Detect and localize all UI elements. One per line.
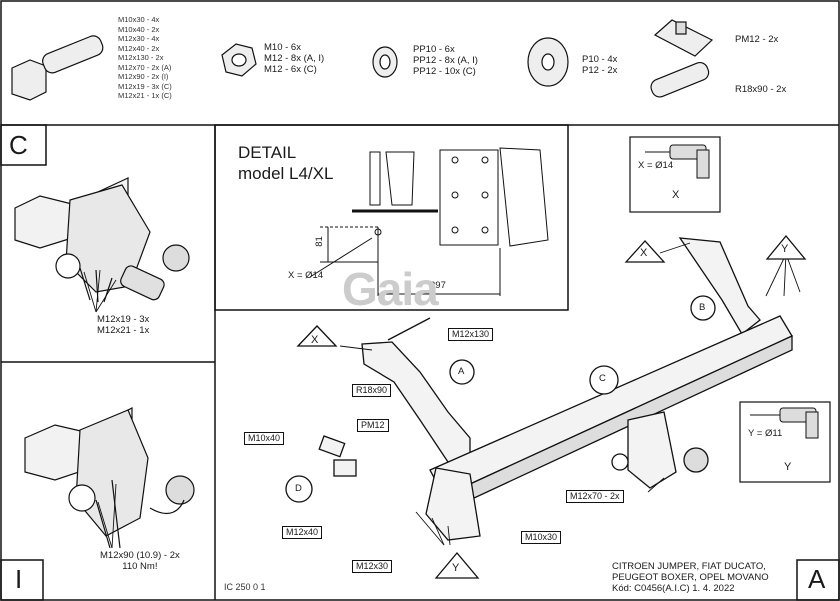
callout-r18x90: R18x90 (352, 384, 392, 397)
spring-washer-list-item: PP10 - 6x (413, 44, 455, 55)
part-b-letter: B (699, 302, 706, 313)
bolt-list-item: M12x130 - 2x (118, 53, 164, 62)
bolt-icon (11, 35, 104, 101)
flat-washer-list-item: P10 - 4x (582, 54, 618, 65)
spring-washer-list-item: PP12 - 8x (A, I) (413, 55, 478, 66)
leader-lines (83, 242, 801, 549)
watermark-logo: Gaia (342, 263, 439, 315)
section-c-tab (0, 124, 47, 166)
callout-m12x40: M12x40 (282, 526, 323, 539)
drill-x-spec: X = Ø14 (638, 160, 674, 171)
drill-y-spec: Y = Ø11 (748, 428, 783, 439)
hitch-assembly (318, 237, 793, 541)
callout-m12x30: M12x30 (352, 560, 393, 573)
spring-washer-icon (372, 46, 398, 78)
product-code: Kód: C0456(A.I.C) 1. 4. 2022 (612, 583, 735, 594)
part-d-letter: D (295, 483, 302, 494)
detail-heading: DETAIL (238, 143, 297, 162)
bracket-right (627, 411, 677, 489)
part-d-circle (285, 475, 313, 503)
callout-m10x40: M10x40 (244, 432, 285, 445)
triangle-y-label: Y (781, 243, 789, 255)
section-i-bolts: M12x90 (10.9) - 2x 110 Nm! (100, 550, 180, 572)
flat-washer-list: P10 - 4x P12 - 2x (582, 54, 617, 76)
triangle-y-marker (434, 551, 480, 579)
flat-washer-icon (527, 37, 569, 87)
section-c-drawing (14, 177, 190, 303)
bolt-list-item: M12x40 - 2x (118, 43, 160, 53)
vehicle-line: PEUGEOT BOXER, OPEL MOVANO (612, 572, 769, 583)
bolt-list-item: M12x19 - 3x (C) (118, 81, 172, 91)
part-a-letter: A (458, 366, 465, 377)
sleeve-label: R18x90 - 2x (735, 84, 787, 95)
nut-list: M10 - 6x M12 - 8x (A, I) M12 - 6x (C) (264, 42, 324, 75)
detail-drawing (309, 147, 549, 296)
detail-title: DETAIL model L4/XL (238, 142, 333, 184)
triangle-x-marker (624, 240, 666, 263)
arm-a (361, 341, 471, 463)
sleeve-icon (650, 61, 710, 98)
arm-b (678, 237, 761, 335)
callout-m10x30: M10x30 (521, 531, 562, 544)
triangle-x-label: X (672, 189, 680, 201)
detail-panel-border (214, 124, 569, 311)
callout-pm12: PM12 (357, 419, 389, 432)
nut-list-item: M12 - 8x (A, I) (264, 53, 325, 64)
section-i-torque: 110 Nm! (122, 561, 158, 572)
bolt-list-item: M12x70 - 2x (A) (118, 62, 172, 72)
part-b-circle (690, 295, 716, 321)
bolt-list-item: M10x40 - 2x (118, 24, 160, 34)
nut-list-item: M10 - 6x (264, 42, 301, 53)
callout-m12x70: M12x70 - 2x (566, 490, 624, 503)
triangle-x-label: X (640, 247, 648, 259)
vehicle-info: CITROEN JUMPER, FIAT DUCATO, PEUGEOT BOX… (612, 561, 769, 594)
nut-list-item: M12 - 6x (C) (264, 64, 317, 75)
detail-hole-size: X = Ø14 (288, 270, 324, 281)
crossbar-c (429, 315, 793, 497)
part-c-circle (589, 365, 619, 395)
flat-washer-list-item: P12 - 2x (582, 65, 618, 76)
drawing-code: IC 250 0 1 (224, 582, 266, 592)
triangle-y-label: Y (452, 562, 460, 574)
section-c-bolts: M12x19 - 3x M12x21 - 1x (97, 314, 149, 336)
bolt-list-item: M12x90 - 2x (I) (118, 72, 169, 81)
plate-icon (653, 19, 714, 57)
bolt-list: M10x30 - 4x M10x40 - 2x M12x30 - 4x M12x… (118, 15, 172, 101)
callout-m12x130: M12x130 (448, 328, 494, 341)
triangle-x-marker (296, 325, 338, 347)
drill-icon (750, 407, 819, 439)
spring-washer-list-item: PP12 - 10x (C) (413, 66, 476, 77)
drill-icon (645, 144, 710, 179)
bolt-list-item: M12x30 - 4x (118, 34, 160, 43)
plate-label: PM12 - 2x (735, 34, 779, 45)
section-i-label: I (15, 564, 23, 594)
section-c-bolt-item: M12x21 - 1x (97, 325, 150, 336)
section-i-tab (0, 559, 44, 601)
bracket-left (425, 467, 481, 541)
section-c-bolt-item: M12x19 - 3x (97, 314, 150, 325)
triangle-y-label: Y (784, 461, 792, 473)
part-c-letter: C (599, 373, 606, 384)
section-a-label: A (808, 564, 826, 594)
bolt-list-item: M12x21 - 1x (C) (118, 91, 172, 100)
triangle-y-marker (765, 234, 807, 260)
triangle-x-label: X (311, 334, 319, 346)
detail-model: model L4/XL (238, 164, 334, 183)
part-a-circle (449, 359, 475, 385)
detail-dimension-297: 297 (430, 280, 446, 291)
detail-dimension-81: 81 (313, 236, 325, 247)
section-c-label: C (9, 130, 28, 160)
section-i-drawing (24, 407, 195, 549)
vehicle-line: CITROEN JUMPER, FIAT DUCATO, (612, 561, 766, 572)
spring-washer-list: PP10 - 6x PP12 - 8x (A, I) PP12 - 10x (C… (413, 44, 478, 77)
nut-icon (221, 43, 257, 77)
section-i-bolt-item: M12x90 (10.9) - 2x (100, 550, 180, 561)
bolt-list-item: M10x30 - 4x (118, 15, 160, 24)
section-a-tab (796, 559, 840, 601)
